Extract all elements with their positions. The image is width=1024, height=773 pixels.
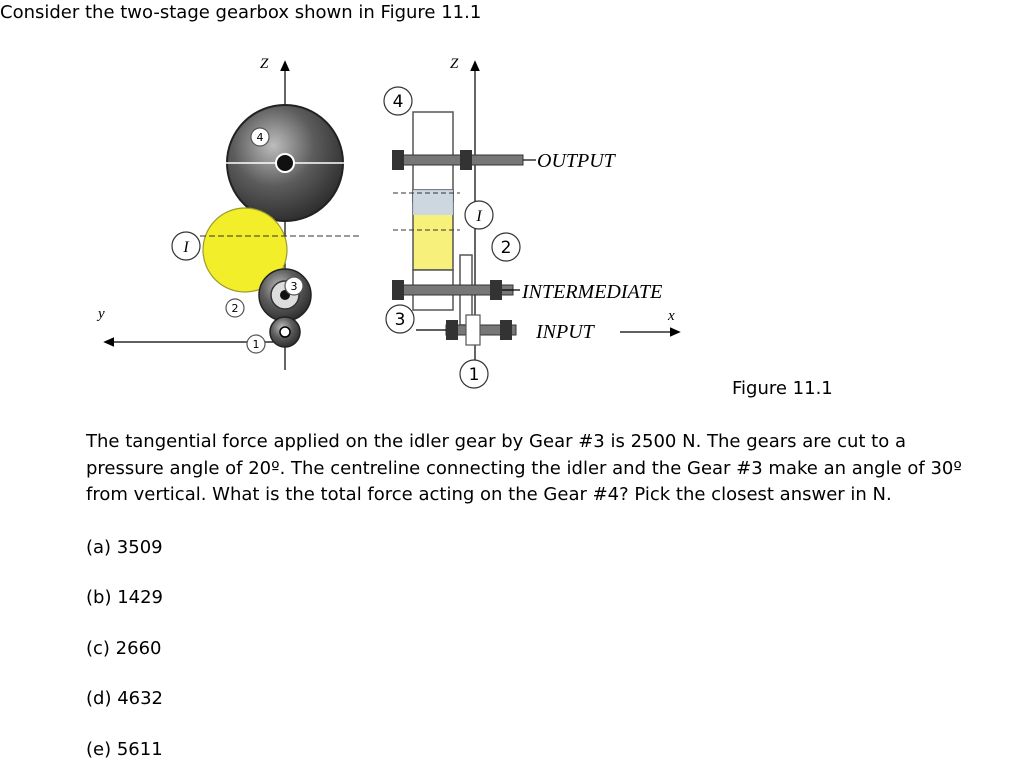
gear-3-circle-label: 3 [395,310,406,330]
z-axis-right-label: Z [450,56,459,72]
y-axis-label: y [96,306,105,322]
option-b[interactable]: (b) 1429 [86,587,164,608]
option-d[interactable]: (d) 4632 [86,688,164,709]
gear-4-small-label: 4 [257,131,264,144]
intermediate-label: INTERMEDIATE [521,281,662,303]
idler-right-label: I [475,208,482,225]
option-e[interactable]: (e) 5611 [86,739,163,760]
option-a[interactable]: (a) 3509 [86,537,163,558]
input-label: INPUT [535,321,596,343]
figure-caption: Figure 11.1 [732,378,833,399]
output-label: OUTPUT [537,150,617,172]
problem-statement: The tangential force applied on the idle… [86,431,962,505]
idler-left-label: I [182,239,189,256]
option-c[interactable]: (c) 2660 [86,638,162,659]
gearbox-figure: Z y 4 I 3 2 1 Z OUTPUT I [96,56,681,389]
gear-2-small-label: 2 [232,302,239,315]
gear-1-side [465,314,481,346]
gear-1-circle-label: 1 [469,365,480,385]
x-axis-label: x [667,308,675,324]
z-axis-left-label: Z [260,56,269,72]
gear-3-small-label: 3 [291,280,298,293]
output-shaft [392,154,524,166]
question-intro: Consider the two-stage gearbox shown in … [0,2,482,23]
idler-left-view [202,207,288,293]
gear-4-circle-label: 4 [393,92,404,112]
gear-2-circle-label: 2 [501,238,512,258]
gear-1-small-label: 1 [253,338,260,351]
